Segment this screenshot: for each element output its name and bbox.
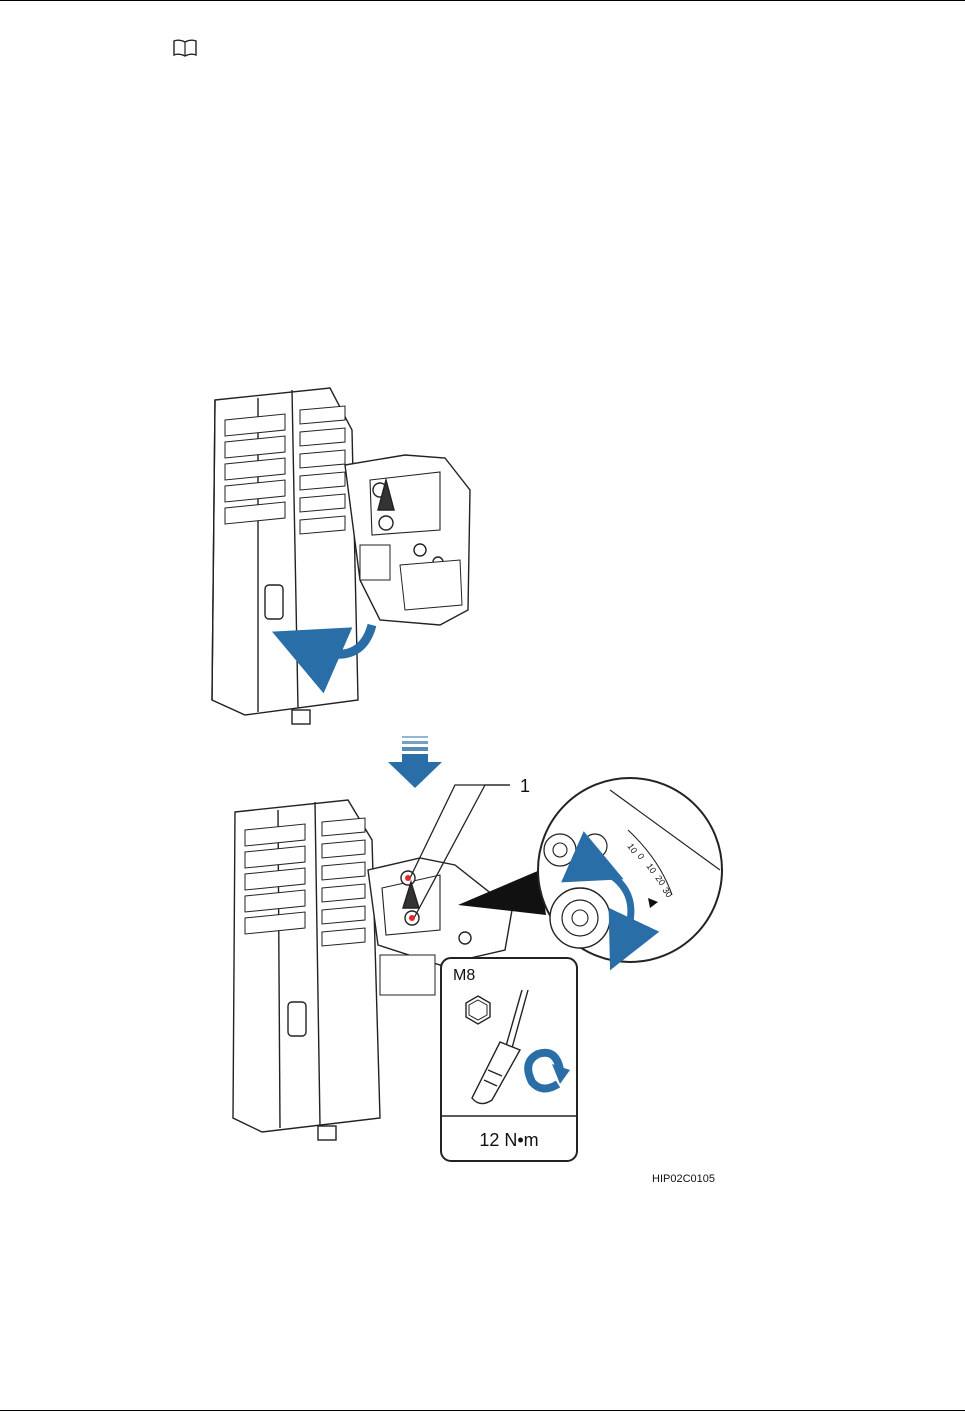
tool-info-box: M8 12 N•m — [441, 958, 577, 1161]
torque-value: 12 N•m — [479, 1130, 538, 1150]
footer-rule — [0, 1410, 965, 1411]
callout-marker — [405, 875, 411, 881]
bolt-size-label: M8 — [453, 967, 475, 984]
header-rule — [0, 0, 965, 1]
book-note-icon — [172, 38, 198, 58]
down-arrow-icon — [388, 736, 442, 788]
magnified-detail: 10 0 10 20 30 — [538, 778, 722, 962]
figure-id: HIP02C0105 — [652, 1173, 715, 1185]
rru-top-illustration — [212, 388, 470, 724]
callout-number: 1 — [520, 776, 530, 796]
installation-figure: 1 10 0 10 20 30 M8 — [0, 370, 965, 1200]
callout-marker — [409, 915, 415, 921]
